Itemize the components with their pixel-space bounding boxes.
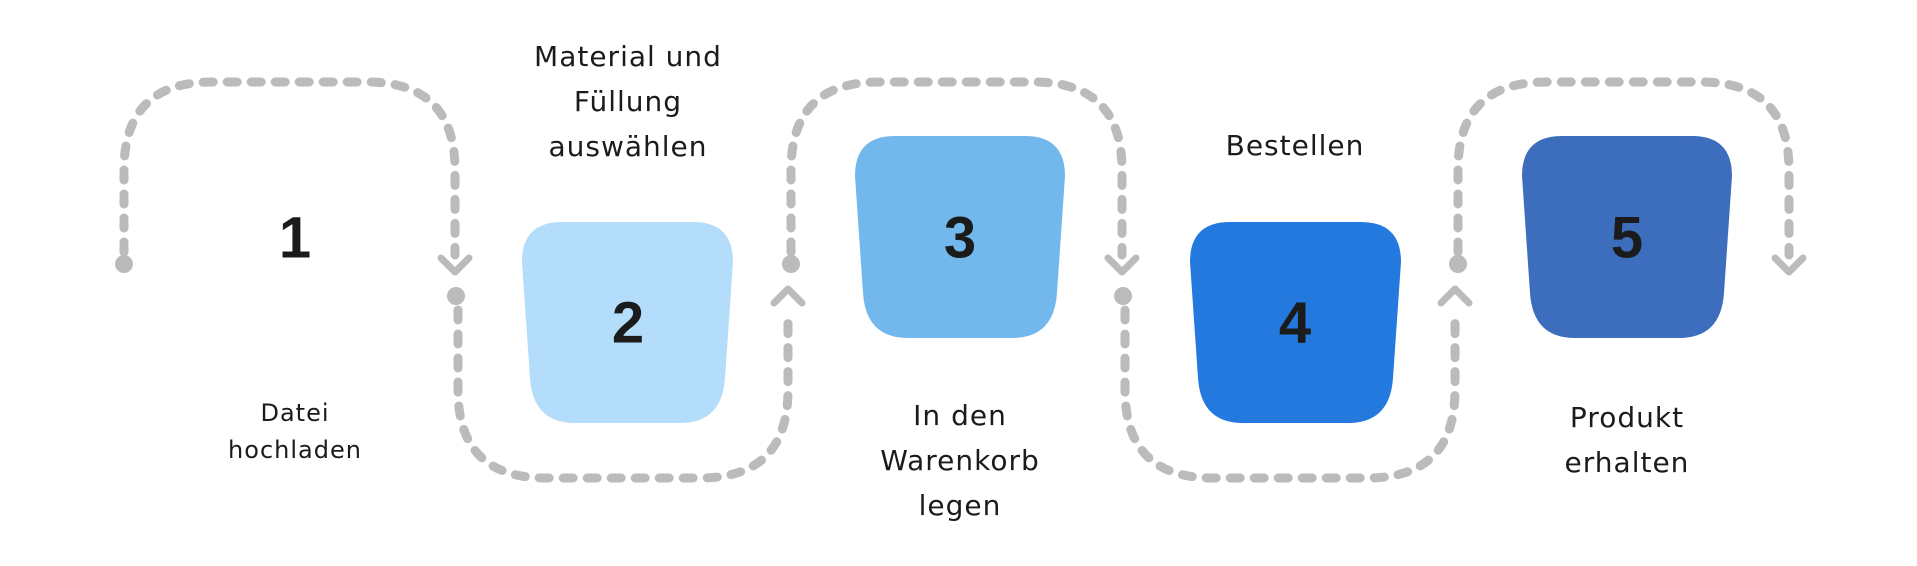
step-1-number: 1 xyxy=(279,206,311,271)
start-dot xyxy=(115,255,133,273)
node-dot xyxy=(782,255,800,273)
chevron-down-icon xyxy=(1104,254,1140,276)
connector-path-2 xyxy=(453,305,793,483)
step-3-label: In den Warenkorb legen xyxy=(880,399,1040,522)
node-dot xyxy=(1449,255,1467,273)
chevron-down-icon xyxy=(1771,254,1807,276)
chevron-up-icon xyxy=(1437,285,1473,307)
step-3-shape xyxy=(855,136,1065,338)
connector-path-5 xyxy=(1453,77,1794,260)
connector-path-3 xyxy=(786,77,1127,260)
step-4-number: 4 xyxy=(1279,291,1311,356)
step-5-number: 5 xyxy=(1611,206,1643,271)
node-dot xyxy=(447,287,465,305)
step-5-label: Produkt erhalten xyxy=(1564,401,1690,479)
connector-path-1 xyxy=(119,77,460,260)
step-3-number: 3 xyxy=(944,206,976,271)
step-2-number: 2 xyxy=(612,291,644,356)
step-5-shape xyxy=(1522,136,1732,338)
node-dot xyxy=(1114,287,1132,305)
step-1-label: Datei hochladen xyxy=(228,399,362,464)
chevron-up-icon xyxy=(770,285,806,307)
step-4-label: Bestellen xyxy=(1225,129,1365,162)
step-2-shape xyxy=(522,222,733,423)
connector-path-4 xyxy=(1120,305,1460,483)
chevron-down-icon xyxy=(437,254,473,276)
step-2-label: Material und Füllung auswählen xyxy=(534,40,722,163)
step-4-shape xyxy=(1190,222,1401,423)
